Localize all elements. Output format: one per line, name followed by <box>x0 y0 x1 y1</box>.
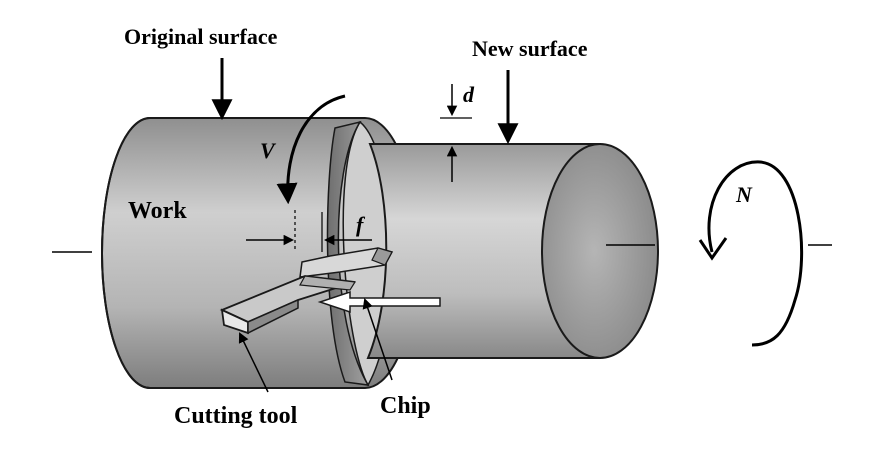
cutting-speed-arrow <box>276 94 346 205</box>
original-surface-label: Original surface <box>124 24 278 49</box>
feed-dimension <box>246 210 372 252</box>
cutting-speed-symbol: V <box>260 138 277 163</box>
chip-label: Chip <box>380 393 431 419</box>
depth-of-cut-dimension <box>440 84 472 182</box>
cutting-tool <box>219 275 357 335</box>
workpiece-end-face <box>541 143 659 359</box>
new-surface-label: New surface <box>472 36 588 61</box>
chip-pointer <box>362 298 393 381</box>
spindle-rotation-arrow <box>698 160 804 347</box>
cutting-tool-pointer <box>238 332 269 393</box>
depth-of-cut-symbol: d <box>463 82 475 107</box>
tool-feed-direction-arrow <box>317 290 441 314</box>
work-label: Work <box>128 198 187 224</box>
feed-symbol: f <box>356 212 366 237</box>
rotation-speed-symbol: N <box>735 182 753 207</box>
workpiece-new-surface-cylinder <box>366 143 659 359</box>
cutting-tool-label: Cutting tool <box>174 403 298 429</box>
